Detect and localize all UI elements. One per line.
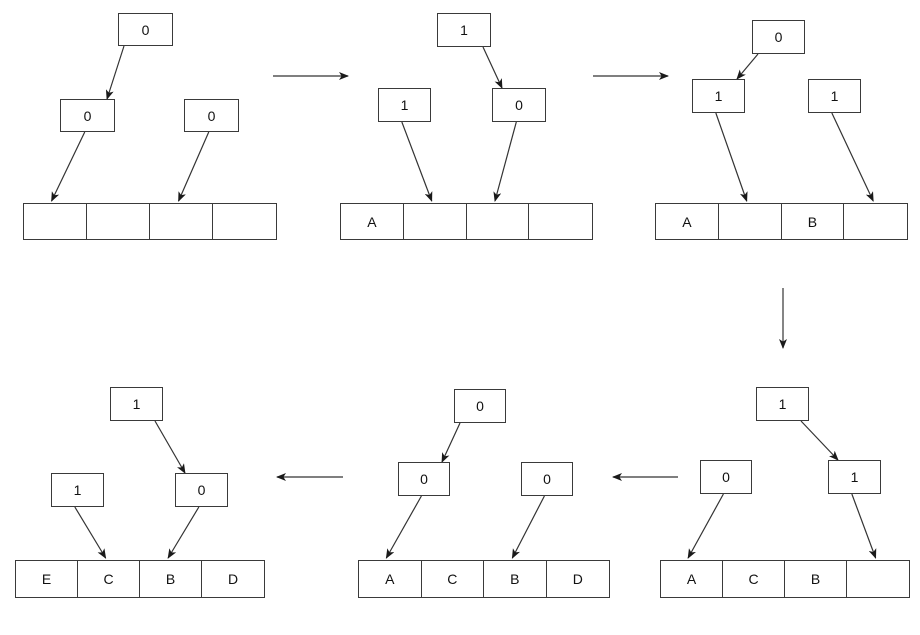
array-cell: E — [16, 561, 78, 597]
edge-left-child-to-cell-state-2 — [401, 121, 433, 202]
node-root-state-6: 1 — [110, 387, 163, 421]
node-child_right-state-3: 1 — [808, 79, 861, 113]
edge-root-to-right-state-4 — [800, 420, 839, 461]
array-cell — [719, 204, 782, 239]
node-label: 0 — [476, 398, 484, 414]
node-child_left-state-3: 1 — [692, 79, 745, 113]
edge-right-child-to-cell-state-4 — [851, 493, 877, 559]
edge-right-child-to-cell-state-5 — [511, 495, 545, 559]
array-state-1 — [23, 203, 277, 240]
edge-left-child-to-cell-state-3 — [715, 112, 748, 202]
node-child_left-state-5: 0 — [398, 462, 450, 496]
array-cell — [150, 204, 213, 239]
node-label: 1 — [850, 469, 859, 485]
node-label: 1 — [132, 396, 141, 412]
node-child_right-state-2: 0 — [492, 88, 546, 122]
node-label: 1 — [400, 97, 409, 113]
node-child_right-state-1: 0 — [184, 99, 239, 132]
array-cell — [87, 204, 150, 239]
node-label: 0 — [207, 107, 216, 124]
node-root-state-4: 1 — [756, 387, 809, 421]
array-cell: A — [359, 561, 422, 597]
node-label: 1 — [830, 88, 839, 104]
node-root-state-5: 0 — [454, 389, 506, 423]
array-cell: B — [785, 561, 847, 597]
array-cell: B — [484, 561, 547, 597]
edge-root-to-left-state-5 — [441, 422, 461, 463]
node-label: 0 — [197, 482, 206, 498]
array-cell — [24, 204, 87, 239]
edge-left-child-to-cell-state-6 — [74, 506, 107, 559]
node-root-state-1: 0 — [118, 13, 173, 46]
array-cell: A — [341, 204, 404, 239]
array-cell: B — [782, 204, 845, 239]
node-label: 1 — [714, 88, 723, 104]
node-label: 0 — [420, 471, 428, 487]
edge-root-to-left-state-1 — [105, 45, 125, 100]
array-cell: A — [656, 204, 719, 239]
array-cell — [529, 204, 592, 239]
node-label: 0 — [515, 97, 523, 113]
edge-right-child-to-cell-state-3 — [831, 112, 874, 202]
array-cell: C — [422, 561, 484, 597]
node-child_left-state-2: 1 — [378, 88, 431, 122]
node-label: 1 — [778, 396, 787, 412]
node-child_right-state-5: 0 — [521, 462, 573, 496]
node-label: 0 — [141, 21, 150, 38]
edge-left-child-to-cell-state-1 — [51, 131, 86, 202]
node-child_left-state-6: 1 — [51, 473, 104, 507]
array-cell — [844, 204, 907, 239]
array-cell — [467, 204, 530, 239]
array-cell — [847, 561, 909, 597]
array-state-2: A — [340, 203, 593, 240]
array-cell: B — [140, 561, 202, 597]
array-cell — [213, 204, 276, 239]
node-root-state-3: 0 — [752, 20, 805, 54]
node-child_left-state-4: 0 — [700, 460, 752, 494]
array-cell: D — [227, 571, 239, 587]
node-label: 0 — [774, 29, 783, 45]
edge-right-child-to-cell-state-1 — [178, 131, 210, 202]
array-cell: C — [723, 561, 785, 597]
node-child_right-state-4: 1 — [828, 460, 881, 494]
node-label: 0 — [83, 107, 92, 124]
edge-root-to-right-state-6 — [154, 420, 186, 474]
edge-left-child-to-cell-state-4 — [687, 493, 724, 559]
array-cell: A — [661, 561, 723, 597]
node-label: 1 — [460, 22, 468, 38]
edge-root-to-left-state-3 — [736, 53, 759, 80]
array-cell: C — [78, 561, 140, 597]
edge-root-to-right-state-2 — [482, 46, 503, 89]
node-label: 0 — [543, 471, 551, 487]
node-label: 0 — [722, 469, 730, 485]
node-root-state-2: 1 — [437, 13, 491, 47]
node-child_left-state-1: 0 — [60, 99, 115, 132]
node-label: 1 — [73, 482, 82, 498]
array-cell — [404, 204, 467, 239]
edge-right-child-to-cell-state-6 — [167, 506, 200, 559]
edge-left-child-to-cell-state-5 — [385, 495, 422, 559]
edge-right-child-to-cell-state-2 — [493, 121, 517, 202]
node-child_right-state-6: 0 — [175, 473, 228, 507]
array-cell: D — [572, 571, 583, 587]
